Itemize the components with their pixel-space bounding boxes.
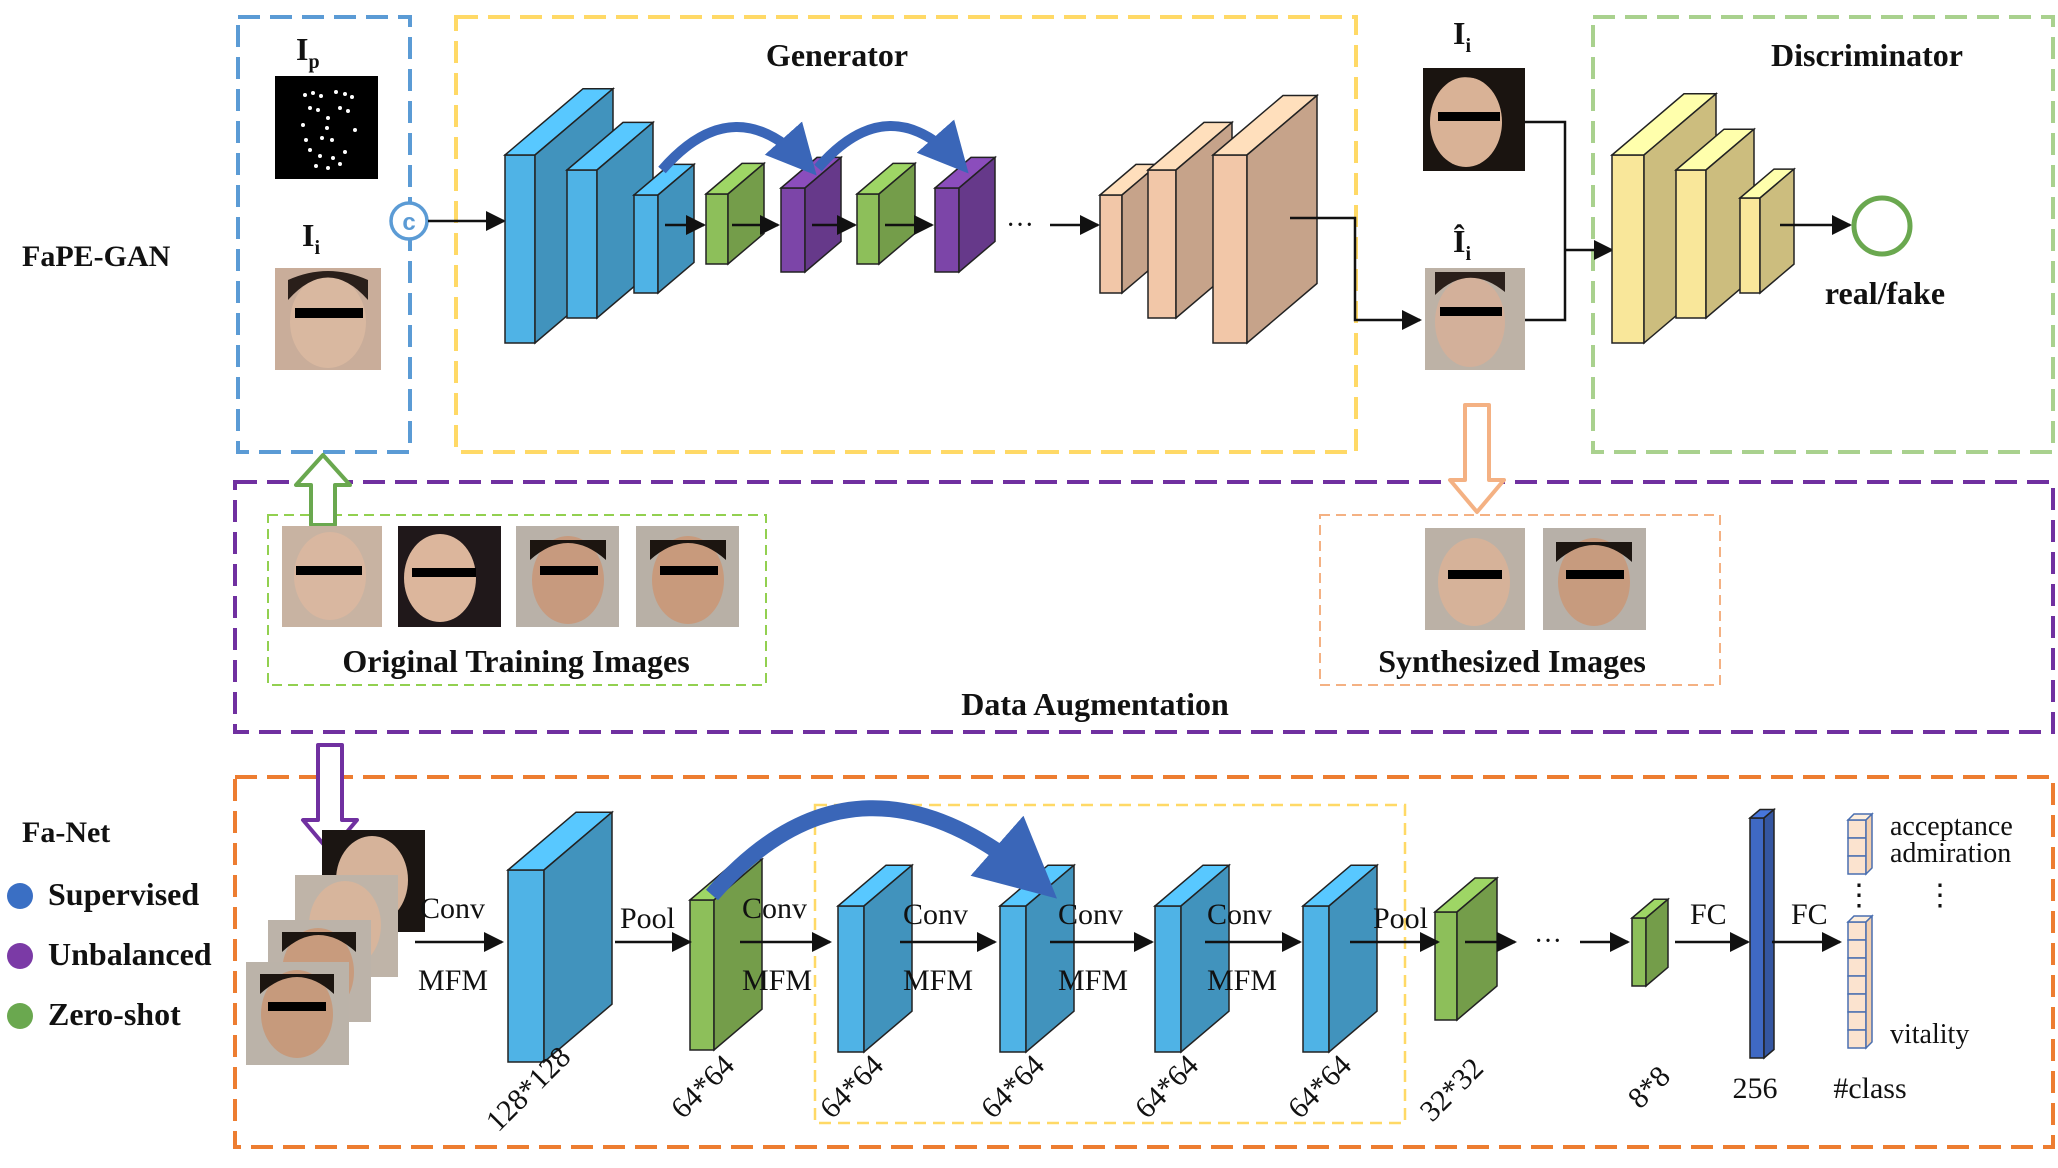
gen-res-purple-1 [778,155,844,274]
op-mfm-1: MFM [418,964,488,997]
augmentation-up-arrow [294,453,352,527]
op-conv-5: Conv [1207,898,1272,931]
original-training-faces [282,526,739,627]
class-label-acceptance: acceptance [1890,811,2013,842]
gen-res-purple-2 [932,155,998,274]
synthesized-images-box [1319,514,1721,686]
class-vdots-left: ⋮ [1844,879,1874,912]
fa-pool-8 [1629,897,1671,988]
op-fc-1: FC [1690,898,1727,931]
fa-net-ellipsis: ··· [1534,926,1562,957]
disc-layer-3 [1737,167,1797,295]
synth-image-label: Îi [1453,223,1471,265]
discriminator-layers [1609,92,1797,345]
input-face-image [275,268,381,370]
generator-output-arrow [1290,216,1422,330]
size-label-6: 64*64 [1282,1049,1358,1125]
synthesized-faces [1425,528,1646,630]
real-fake-label: real/fake [1825,275,1945,311]
fa-net-residual-box [813,803,1407,1125]
fa-net-title: Fa-Net [22,816,110,849]
legend-dot-zero-shot [7,1003,33,1029]
gen-res-green-2 [854,161,918,266]
op-mfm-5: MFM [1207,964,1277,997]
real-to-discriminator-line [1525,120,1567,250]
fa-conv-64-4 [1300,863,1380,1054]
fa-net-residual-arrow [705,800,1058,901]
generator-skip-arrow-1 [658,121,817,176]
legend-dot-unbalanced [7,943,33,969]
class-vdots-right: ⋮ [1925,879,1955,912]
legend-label-zero-shot: Zero-shot [48,996,181,1032]
concat-symbol [389,201,429,241]
generator-layers [502,87,1320,345]
fa-conv-128 [505,810,615,1064]
class-output-stacks [1846,812,1874,1050]
fa-conv-64-1 [835,863,915,1054]
fa-net-down-arrow [301,743,359,854]
op-mfm-3: MFM [903,964,973,997]
discriminator-title: Discriminator [1771,37,1963,73]
op-pool-1: Pool [620,902,675,935]
op-conv-4: Conv [1058,898,1123,931]
gen-encoder-3 [631,162,697,295]
size-label-8: 8*8 [1622,1060,1677,1115]
op-pool-2: Pool [1373,902,1428,935]
discriminator-box [1591,15,2055,454]
output-node [1851,195,1913,257]
fa-net-input-faces [246,830,425,1065]
synthesized-down-arrow [1448,403,1506,514]
gen-res-green-1 [703,161,767,266]
synth-face-image [1425,268,1525,370]
class-stack-top [1846,812,1874,876]
data-augmentation-box [233,480,2055,734]
size-label-3: 64*64 [814,1049,890,1125]
generator-box [454,15,1358,454]
synth-to-discriminator-line [1525,250,1567,322]
pose-landmark-dots [301,90,357,170]
size-label-7: 32*32 [1414,1052,1490,1128]
class-stack-bottom [1846,914,1874,1050]
input-image-label: Ii [302,217,320,259]
legend-dot-supervised [7,883,33,909]
fa-net-layers [505,807,1777,1064]
original-images-box [267,514,767,686]
op-conv-3: Conv [903,898,968,931]
fa-net-box [233,775,2055,1149]
class-label-vitality: vitality [1890,1019,1969,1050]
data-augmentation-title: Data Augmentation [961,686,1229,722]
fape-gan-title: FaPE-GAN [22,240,171,273]
size-label-9: 256 [1733,1072,1778,1105]
size-label-10: #class [1833,1072,1906,1105]
generator-ellipsis: ··· [1006,210,1034,241]
op-conv-2: Conv [742,892,807,925]
real-image-label: Ii [1453,15,1471,57]
fa-conv-64-3 [1152,863,1232,1054]
generator-title: Generator [766,37,908,73]
size-label-5: 64*64 [1129,1049,1205,1125]
class-label-admiration: admiration [1890,838,2011,869]
fa-fc-256 [1747,807,1777,1060]
concat-symbol-label: c [402,209,415,236]
op-conv-1: Conv [420,892,485,925]
generator-skip-arrow-2 [814,119,969,174]
synthesized-images-label: Synthesized Images [1378,643,1646,679]
size-label-4: 64*64 [975,1049,1051,1125]
original-training-images-label: Original Training Images [342,643,689,679]
op-mfm-4: MFM [1058,964,1128,997]
fa-pool-32 [1432,876,1500,1022]
real-face-image [1423,68,1525,171]
fa-conv-64-2 [997,863,1077,1054]
legend-label-supervised: Supervised [48,876,199,912]
op-mfm-2: MFM [742,964,812,997]
gen-decoder-3 [1210,93,1320,345]
op-fc-2: FC [1791,898,1828,931]
pose-input-label: Ip [296,31,320,73]
legend-label-unbalanced: Unbalanced [48,936,212,972]
size-label-2: 64*64 [665,1049,741,1125]
